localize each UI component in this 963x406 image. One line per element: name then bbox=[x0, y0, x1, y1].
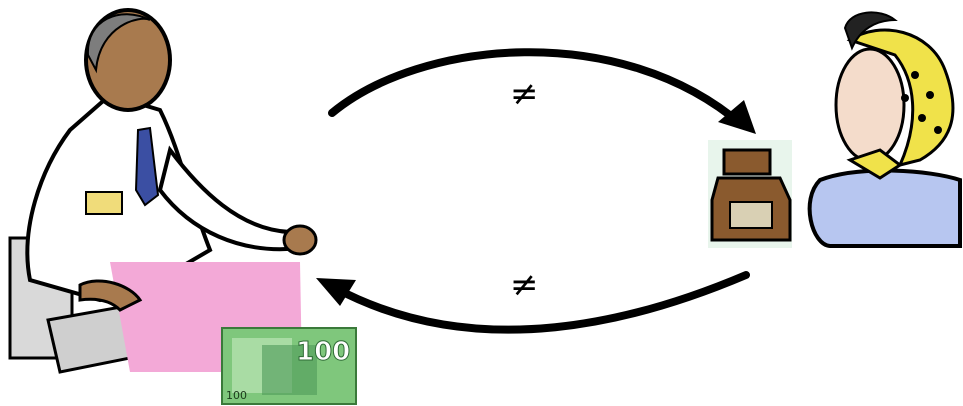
banknote-icon bbox=[221, 327, 357, 405]
customer-woman-figure bbox=[807, 11, 962, 248]
scarf-knot bbox=[846, 148, 903, 180]
not-equal-bottom-label: ≠ bbox=[510, 265, 539, 305]
medicine-jar-icon bbox=[708, 140, 792, 248]
customer-blouse bbox=[807, 168, 962, 248]
arrow-bottom bbox=[331, 271, 750, 334]
customer-scarf bbox=[846, 28, 955, 168]
not-equal-top-label: ≠ bbox=[510, 74, 539, 114]
arrow-top-head bbox=[718, 100, 756, 134]
pharmacist-hand bbox=[282, 224, 318, 256]
banknote-value-large: 100 bbox=[296, 337, 350, 367]
banknote-value-small: 100 bbox=[226, 389, 247, 402]
pharmacist-lower-hand bbox=[78, 279, 143, 312]
pharmacist-tie bbox=[134, 126, 160, 207]
pharmacist-figure bbox=[8, 8, 318, 374]
pharmacist-hair bbox=[86, 13, 151, 74]
customer-hair bbox=[843, 11, 898, 51]
name-badge bbox=[85, 191, 123, 215]
arrow-bottom-head bbox=[316, 278, 356, 306]
customer-face bbox=[834, 47, 906, 163]
arrow-top bbox=[328, 48, 746, 129]
